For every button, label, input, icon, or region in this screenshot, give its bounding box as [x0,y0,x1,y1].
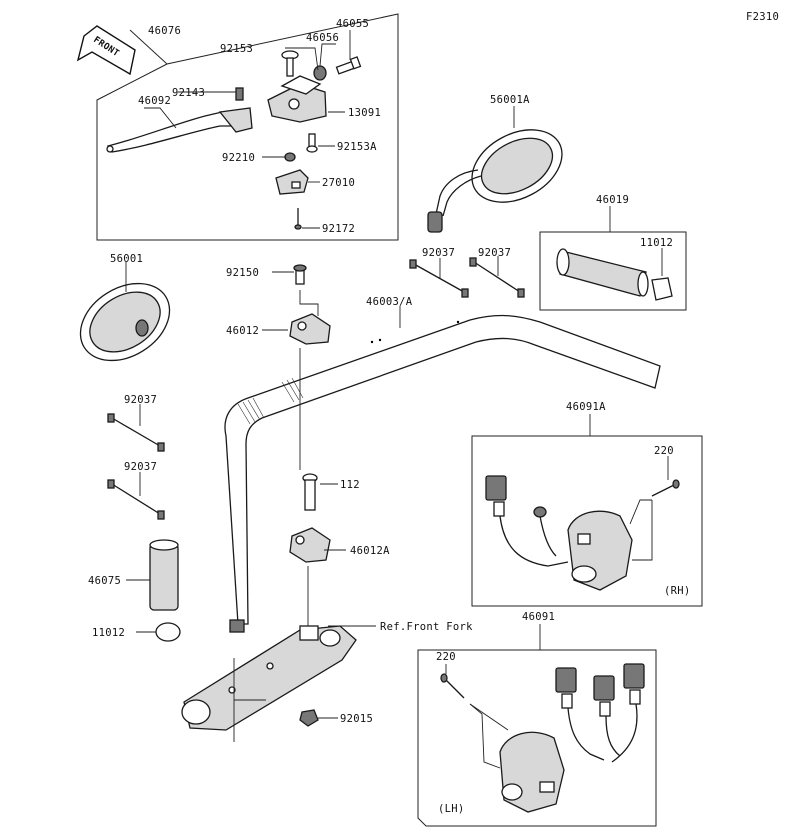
label-46076: 46076 [148,25,181,37]
right-switch-connector [485,475,507,517]
label-46012A: 46012A [350,545,390,557]
label-56001: 56001 [110,253,143,265]
right-mirror [427,129,563,233]
label-46019: 46019 [596,194,629,206]
label-ref-front-fork: Ref.Front Fork [380,621,473,633]
band-92037-c [107,413,165,452]
right-switch-housing [567,510,633,591]
fork-upper-bracket [181,625,357,731]
screw-220-left [440,673,465,699]
clutch-lever [106,107,253,153]
handlebar [224,314,661,633]
left-mirror [79,282,171,362]
nut-92210 [284,152,296,162]
label-92143: 92143 [172,87,205,99]
figure-code: F2310 [746,11,779,23]
label-92037-b: 92037 [478,247,511,259]
front-direction-badge: FRONT [76,25,136,76]
label-92037-c: 92037 [124,394,157,406]
band-92037-b [469,257,525,298]
label-220-left: 220 [436,651,456,663]
label-46091: 46091 [522,611,555,623]
label-56001A: 56001A [490,94,530,106]
lever-holder [267,75,327,123]
collar-92143 [235,87,244,101]
label-220-right: 220 [654,445,674,457]
label-46003A: 46003/A [366,296,413,308]
bolt-92153A [306,133,318,153]
label-46091A: 46091A [566,401,606,413]
label-92015: 92015 [340,713,373,725]
label-92037-a: 92037 [422,247,455,259]
left-switch-connectors [555,663,645,717]
label-92172: 92172 [322,223,355,235]
left-grip [149,539,179,611]
label-46075: 46075 [88,575,121,587]
right-switch-box [471,435,703,607]
adjust-screw [335,56,362,75]
label-92150: 92150 [226,267,259,279]
label-11012-left: 11012 [92,627,125,639]
left-switch-housing [499,731,565,813]
label-92037-d: 92037 [124,461,157,473]
screw-220-right [651,479,680,497]
label-112: 112 [340,479,360,491]
label-27010: 27010 [322,177,355,189]
throttle-grip [556,248,649,297]
lower-clamp [289,527,331,563]
pivot-bolt [281,50,299,77]
grip-end-cap-left [155,622,181,642]
label-92153A: 92153A [337,141,377,153]
label-46012: 46012 [226,325,259,337]
throttle-grip-box [539,231,687,311]
screw-92172 [294,208,302,230]
clutch-switch [275,169,309,195]
label-46092: 46092 [138,95,171,107]
label-92210: 92210 [222,152,255,164]
bolt-92150 [293,264,307,285]
cable-collar [313,65,327,81]
bolt-112 [302,473,318,511]
label-46055: 46055 [336,18,369,30]
clutch-lever-box [96,13,399,241]
band-92037-a [409,259,469,298]
upper-clamp [289,313,331,345]
grip-end-cap-right [651,277,673,301]
label-lh: (LH) [438,803,465,815]
nut-92015 [299,709,319,727]
left-switch-box [417,649,657,827]
label-46056: 46056 [306,32,339,44]
label-rh: (RH) [664,585,691,597]
label-92153: 92153 [220,43,253,55]
label-13091: 13091 [348,107,381,119]
band-92037-d [107,479,165,520]
label-11012-right: 11012 [640,237,673,249]
